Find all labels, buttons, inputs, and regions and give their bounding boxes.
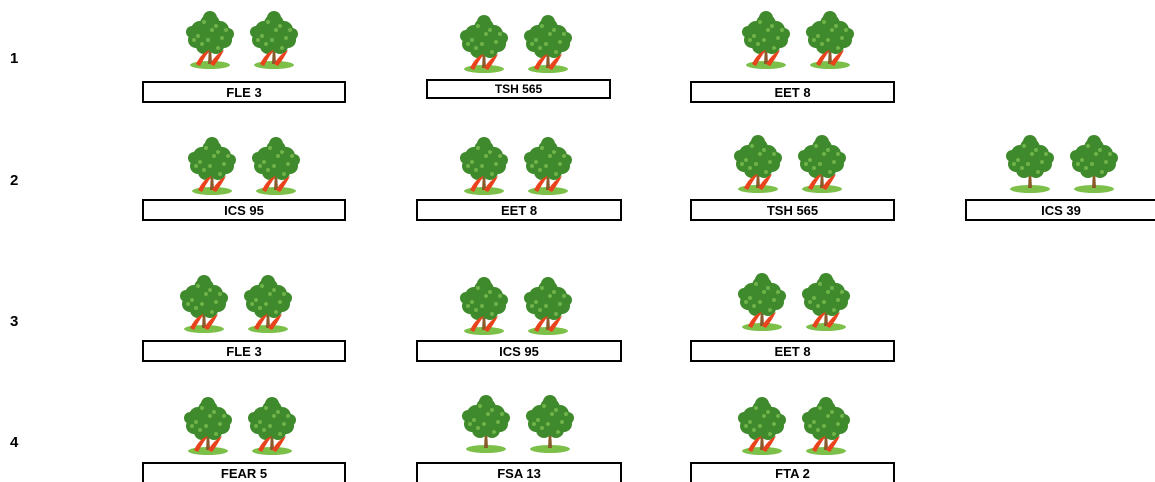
- tree-icon: [246, 10, 302, 72]
- tree-pair: [456, 136, 586, 198]
- tree-icon: [182, 10, 238, 72]
- row-number-2: 2: [10, 172, 19, 189]
- tree-pair: [738, 10, 868, 72]
- tree-icon: [730, 134, 786, 196]
- tree-icon: [176, 274, 232, 336]
- tree-icon: [456, 276, 512, 338]
- row-number-3: 3: [10, 313, 19, 330]
- tree-icon: [520, 14, 576, 76]
- variety-label: TSH 565: [426, 79, 611, 99]
- variety-label: ICS 39: [965, 199, 1155, 221]
- tree-pair: [184, 136, 314, 198]
- tree-pair: [456, 276, 586, 338]
- tree-pair: [1002, 134, 1132, 196]
- tree-icon: [522, 394, 578, 456]
- row-number-4: 4: [10, 434, 19, 451]
- tree-icon: [456, 14, 512, 76]
- variety-label: EET 8: [416, 199, 622, 221]
- tree-icon: [798, 396, 854, 458]
- variety-label: EET 8: [690, 340, 895, 362]
- row-number-1: 1: [10, 50, 19, 67]
- tree-icon: [180, 396, 236, 458]
- tree-pair: [182, 10, 312, 72]
- tree-icon: [458, 394, 514, 456]
- tree-icon: [184, 136, 240, 198]
- tree-pair: [176, 274, 306, 336]
- tree-pair: [734, 272, 864, 334]
- variety-label: FSA 13: [416, 462, 622, 482]
- tree-icon: [520, 136, 576, 198]
- tree-icon: [240, 274, 296, 336]
- tree-icon: [456, 136, 512, 198]
- variety-label: ICS 95: [142, 199, 346, 221]
- tree-icon: [798, 272, 854, 334]
- tree-pair: [458, 394, 588, 456]
- tree-icon: [1066, 134, 1122, 196]
- variety-label: FTA 2: [690, 462, 895, 482]
- variety-label: FLE 3: [142, 340, 346, 362]
- tree-icon: [1002, 134, 1058, 196]
- tree-pair: [456, 14, 586, 76]
- tree-icon: [738, 10, 794, 72]
- tree-icon: [520, 276, 576, 338]
- tree-icon: [794, 134, 850, 196]
- tree-icon: [802, 10, 858, 72]
- variety-label: TSH 565: [690, 199, 895, 221]
- tree-icon: [248, 136, 304, 198]
- variety-label: FEAR 5: [142, 462, 346, 482]
- tree-icon: [244, 396, 300, 458]
- tree-pair: [730, 134, 860, 196]
- variety-label: ICS 95: [416, 340, 622, 362]
- variety-label: FLE 3: [142, 81, 346, 103]
- variety-label: EET 8: [690, 81, 895, 103]
- tree-pair: [180, 396, 310, 458]
- tree-icon: [734, 396, 790, 458]
- tree-pair: [734, 396, 864, 458]
- tree-icon: [734, 272, 790, 334]
